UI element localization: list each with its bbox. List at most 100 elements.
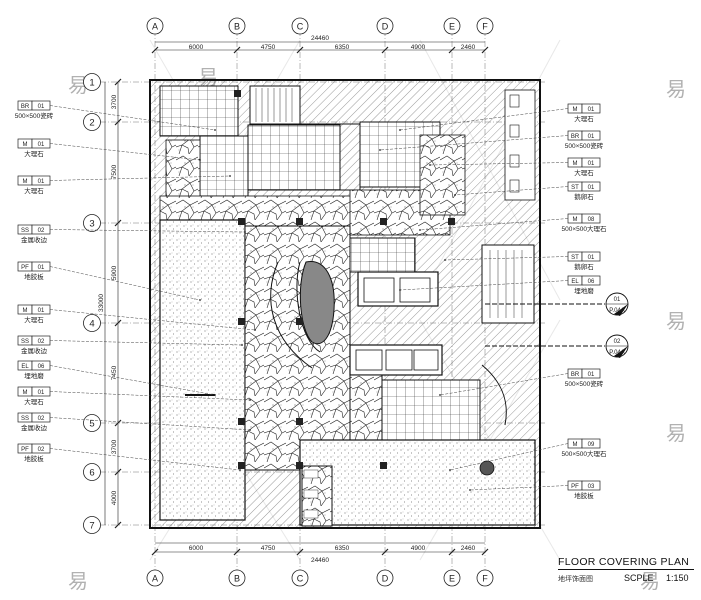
tag-label: 大理石 xyxy=(24,397,44,406)
elevator-bank xyxy=(349,344,443,376)
tile-area xyxy=(349,237,416,273)
tag-code: M xyxy=(573,161,578,167)
dim-span: 4750 xyxy=(261,44,276,51)
dim-span: 6000 xyxy=(189,545,204,552)
tag-number: 01 xyxy=(588,161,595,167)
column-label: B xyxy=(234,574,240,584)
tag-number: 01 xyxy=(38,179,45,185)
tag-label: 大理石 xyxy=(574,168,594,177)
tag-leader xyxy=(49,266,201,301)
tag-leader xyxy=(399,108,569,131)
tag-code: M xyxy=(573,217,578,223)
row-label: 3 xyxy=(89,219,94,230)
tag-label: 500×500瓷砖 xyxy=(565,379,604,388)
feature-island xyxy=(299,261,335,344)
dim-total-left: 33000 xyxy=(98,294,105,312)
row-label: 7 xyxy=(89,521,94,532)
tag-number: 02 xyxy=(38,228,45,234)
tag-number: 01 xyxy=(588,185,595,191)
leader-dot xyxy=(429,164,431,166)
tag-label: 金属收边 xyxy=(21,423,48,432)
leader-dot xyxy=(449,469,451,471)
drawing-title: FLOOR COVERING PLAN xyxy=(558,556,690,568)
dim-span: 5900 xyxy=(111,265,118,280)
stair-core xyxy=(249,85,301,125)
leader-dot xyxy=(241,344,243,346)
leader-dot xyxy=(399,129,401,131)
elevator-bank xyxy=(357,271,439,307)
column-label: A xyxy=(152,22,158,32)
tag-leader xyxy=(49,365,216,396)
tile-area xyxy=(379,379,481,446)
tag-label: 地胶板 xyxy=(24,272,44,281)
column-label: D xyxy=(382,574,389,584)
column-label: F xyxy=(482,574,488,584)
section-markers: 01 P.04A 02 P.04A xyxy=(485,292,629,358)
tag-number: 06 xyxy=(38,364,45,370)
tag-leader xyxy=(49,391,251,401)
leader-dot xyxy=(199,299,201,301)
dim-span: 7500 xyxy=(111,164,118,179)
tag-number: 01 xyxy=(38,308,45,314)
tile-area xyxy=(159,85,239,137)
watermark-glyphs: 易易易易易易易 xyxy=(68,67,686,593)
column-label: B xyxy=(234,22,240,32)
row-bubbles: 1 2 3 4 5 6 7 xyxy=(83,73,101,534)
tag-code: ST xyxy=(571,255,579,261)
marble-area xyxy=(165,139,201,201)
column-label: F xyxy=(482,22,488,32)
tag-code: M xyxy=(573,442,578,448)
tag-leader xyxy=(399,280,569,291)
tag-code: SS xyxy=(21,339,29,345)
leader-dot xyxy=(249,399,251,401)
dim-span: 3700 xyxy=(111,439,118,454)
row-label: 1 xyxy=(89,78,94,89)
leader-dot xyxy=(254,329,256,331)
tag-number: 01 xyxy=(38,265,45,271)
tag-code: M xyxy=(573,107,578,113)
column-bubbles-bottom: A B C D E F xyxy=(146,569,494,587)
toilet-block xyxy=(504,89,536,201)
leader-dot xyxy=(214,394,216,396)
leader-dot xyxy=(229,175,231,177)
tag-number: 01 xyxy=(588,255,595,261)
tag-label: 鹅卵石 xyxy=(574,192,594,201)
leader-dot xyxy=(244,231,246,233)
pebble-area xyxy=(419,134,466,216)
tag-leader xyxy=(49,105,216,131)
tag-number: 01 xyxy=(38,390,45,396)
tag-code: PF xyxy=(571,484,579,490)
title-block: FLOOR COVERING PLAN 地坪饰面图 SCPLE 1:150 xyxy=(558,556,698,598)
scale-label: SCPLE xyxy=(624,573,654,583)
dim-text-top: 24460 6000 4750 6350 4900 2460 xyxy=(189,35,476,51)
dim-total-top: 24460 xyxy=(311,35,329,42)
dim-span: 7450 xyxy=(111,365,118,380)
tag-leader xyxy=(49,309,256,331)
tag-code: BR xyxy=(571,372,580,378)
tag-code: SS xyxy=(21,416,29,422)
column-label: C xyxy=(297,574,304,584)
tag-code: SS xyxy=(21,228,29,234)
leader-dot xyxy=(399,289,401,291)
watermark-glyph: 易 xyxy=(666,311,686,333)
dim-span: 2460 xyxy=(461,44,476,51)
tag-number: 01 xyxy=(588,372,595,378)
tag-leader xyxy=(439,373,569,396)
leader-dot xyxy=(454,194,456,196)
column-label: D xyxy=(382,22,389,32)
tag-label: 大理石 xyxy=(24,315,44,324)
tag-code: ST xyxy=(571,185,579,191)
column-label: A xyxy=(152,574,158,584)
leader-dot xyxy=(199,159,201,161)
